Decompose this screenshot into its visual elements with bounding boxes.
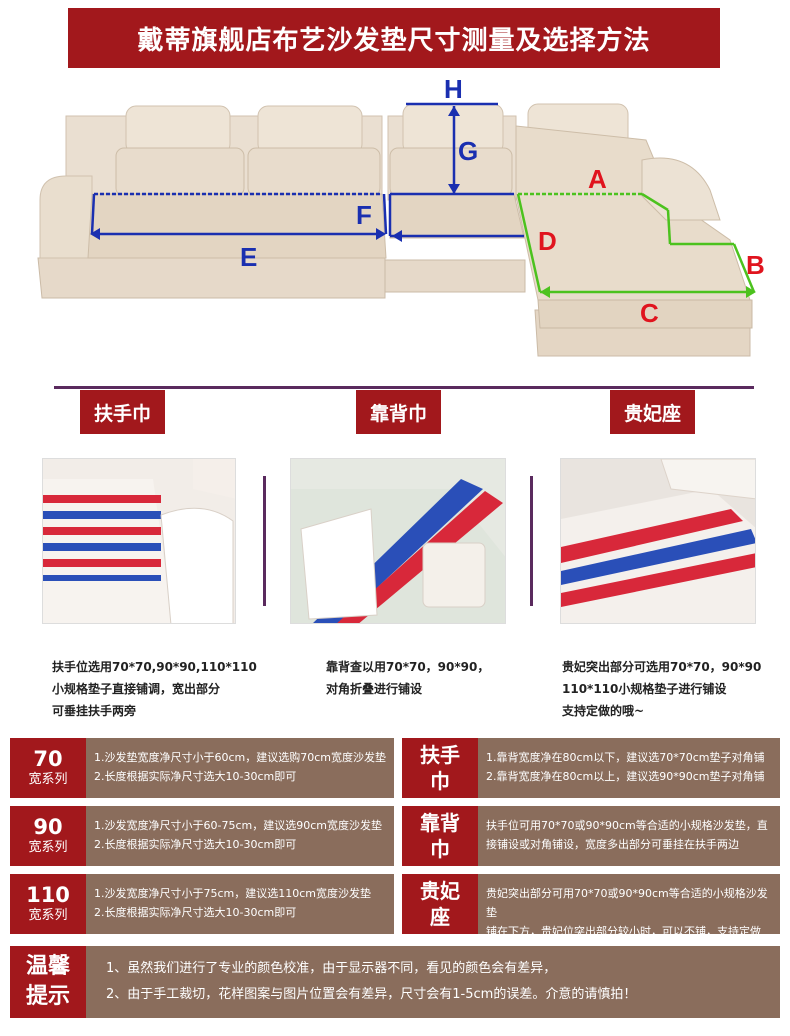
armrest-caption: 扶手位选用70*70,90*90,110*110 小规格垫子直接铺调，宽出部分 …: [52, 660, 257, 718]
label-f: F: [356, 200, 372, 230]
size-row-110: 110 宽系列 1.沙发宽度净尺寸小于75cm，建议选110cm宽度沙发垫 2.…: [10, 874, 394, 934]
tip-row-chaise: 贵妃 座 贵妃突出部分可用70*70或90*90cm等合适的小规格沙发垫 铺在下…: [402, 874, 780, 938]
chaise-caption: 贵妃突出部分可选用70*70，90*90 110*110小规格垫子进行铺设 支持…: [562, 660, 762, 718]
sofa-measurement-diagram: A B C D E F G H: [30, 70, 770, 370]
photo-divider-2: [530, 476, 533, 606]
label-b: B: [746, 250, 765, 280]
size-value: 90: [33, 815, 63, 839]
size-series-label: 宽系列: [28, 772, 68, 787]
size-value: 110: [26, 883, 70, 907]
warm-tips: 温馨 提示 1、虽然我们进行了专业的颜色校准，由于显示器不同，看见的颜色会有差异…: [10, 946, 780, 1018]
size-series-label: 宽系列: [28, 840, 68, 855]
size-row-70: 70 宽系列 1.沙发垫宽度净尺寸小于60cm，建议选购70cm宽度沙发垫 2.…: [10, 738, 394, 798]
size-row-90: 90 宽系列 1.沙发宽度净尺寸小于60-75cm，建议选90cm宽度沙发垫 2…: [10, 806, 394, 866]
tip-row-armrest: 扶手 巾 1.靠背宽度净在80cm以下，建议选70*70cm垫子对角铺 2.靠背…: [402, 738, 780, 798]
size-value: 70: [33, 747, 63, 771]
label-g: G: [458, 136, 478, 166]
label-c: C: [640, 298, 659, 328]
section-label-armrest: 扶手巾: [80, 390, 166, 434]
label-d: D: [538, 226, 557, 256]
size-series-label: 宽系列: [28, 908, 68, 923]
label-a: A: [588, 164, 607, 194]
chaise-photo: [560, 458, 756, 624]
section-label-backrest: 靠背巾: [356, 390, 442, 434]
armrest-photo: [42, 458, 236, 624]
sofa-illustration: A B C D E F G H: [37, 74, 765, 357]
label-e: E: [240, 242, 257, 272]
backrest-photo: [290, 458, 506, 624]
page-title: 戴蒂旗舰店布艺沙发垫尺寸测量及选择方法: [68, 8, 720, 68]
tip-line-1: 1、虽然我们进行了专业的颜色校准，由于显示器不同，看见的颜色会有差异，: [106, 961, 557, 976]
photo-divider-1: [263, 476, 266, 606]
tip-line-2: 2、由于手工裁切，花样图案与图片位置会有差异，尺寸会有1-5cm的误差。介意的请…: [106, 987, 637, 1002]
tip-row-backrest: 靠背 巾 扶手位可用70*70或90*90cm等合适的小规格沙发垫，直 接铺设或…: [402, 806, 780, 866]
backrest-caption: 靠背查以用70*70，90*90， 对角折叠进行铺设: [326, 660, 490, 696]
section-label-chaise: 贵妃座: [610, 390, 696, 434]
label-h: H: [444, 74, 463, 104]
section-divider: [54, 386, 754, 389]
